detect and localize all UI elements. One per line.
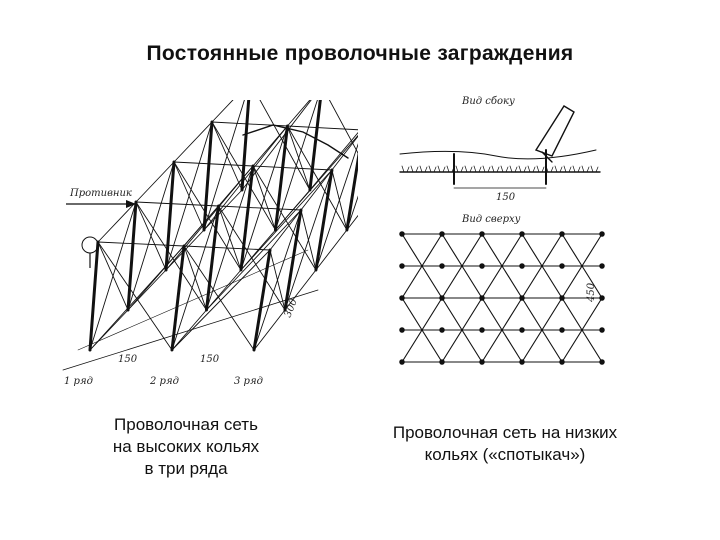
row-3-label: 3 ряд [234, 376, 263, 387]
top-view-label: Вид сверху [461, 214, 521, 225]
low-stake-top-view: Вид сверху 450 [399, 214, 605, 365]
caption-left-line: на высоких кольях [112, 437, 260, 456]
caption-right: Проволочная сеть на низких кольях («спот… [350, 422, 660, 466]
side-view-label: Вид сбоку [461, 96, 515, 107]
side-dim: 150 [496, 192, 516, 203]
low-stake-side-view: Вид сбоку 150 [399, 96, 601, 203]
tree-icon [81, 236, 99, 268]
page-title: Постоянные проволочные заграждения [146, 42, 574, 65]
dim-gap-1: 150 [118, 354, 138, 365]
caption-left-line: Проволочная сеть [114, 415, 258, 434]
caption-right-line: Проволочная сеть на низких [392, 423, 618, 442]
row-1-label: 1 ряд [64, 376, 93, 387]
row-2-label: 2 ряд [149, 376, 179, 387]
high-stake-net-diagram: Противник 300 150 150 1 ряд 2 ряд 3 ряд [62, 100, 358, 387]
enemy-label: Противник [69, 188, 132, 199]
dim-gap-2: 150 [200, 354, 220, 365]
top-dim: 450 [586, 282, 597, 303]
caption-left: Проволочная сеть на высоких кольях в три… [66, 414, 306, 480]
caption-left-line: в три ряда [144, 459, 228, 478]
caption-right-line: кольях («спотыкач») [424, 445, 586, 464]
enemy-arrow-icon [66, 200, 136, 208]
